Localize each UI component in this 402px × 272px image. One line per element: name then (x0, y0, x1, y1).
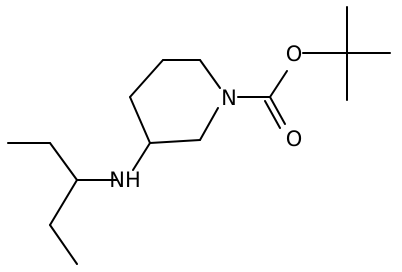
bond-ring-n-c2 (199, 107, 219, 141)
bond-ring-c2-c3 (149, 139, 201, 144)
ester-oxygen-label: O (286, 42, 303, 66)
bond-ring-c6-n (199, 59, 221, 89)
bond-c3-nh (132, 142, 151, 171)
bond-ring-c3-c4 (129, 96, 151, 144)
bond-ethyl-lower-methyl (49, 224, 78, 265)
amine-label: NH (109, 168, 141, 192)
carbonyl-oxygen-label: O (286, 127, 303, 151)
bond-carbonyl-double-a (269, 96, 286, 125)
bond-lines (7, 6, 391, 265)
ring-nitrogen-label: N (221, 86, 237, 110)
bond-ch-ethyl-lower (49, 179, 78, 226)
bond-carbonyl-ester-o (269, 70, 288, 98)
bond-ch-ethyl-upper (49, 142, 78, 181)
atom-labels: N O O NH (109, 42, 302, 192)
bond-ring-c4-c5 (129, 59, 164, 98)
bond-carbonyl-double-b (264, 100, 281, 129)
